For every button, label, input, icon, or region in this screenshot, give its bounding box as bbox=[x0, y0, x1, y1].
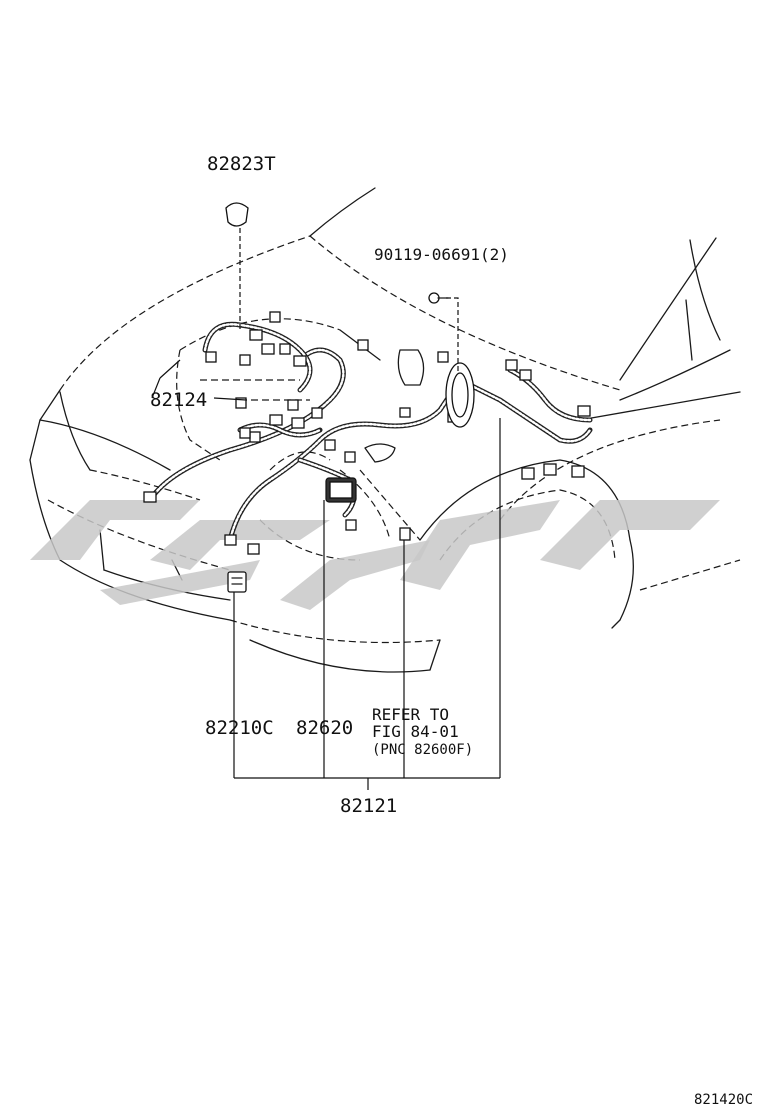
label-90119-06691[interactable]: 90119-06691(2) bbox=[374, 245, 509, 264]
car-body-outline bbox=[29, 187, 741, 673]
harness-connectors bbox=[143, 202, 591, 593]
watermark-logo bbox=[30, 500, 720, 610]
label-82210C[interactable]: 82210C bbox=[205, 717, 274, 739]
refer-note-line1: REFER TO bbox=[372, 705, 449, 724]
label-82620[interactable]: 82620 bbox=[296, 717, 353, 739]
refer-note-line2: FIG 84-01 bbox=[372, 722, 459, 741]
label-82121[interactable]: 82121 bbox=[340, 795, 397, 817]
label-82823T[interactable]: 82823T bbox=[207, 153, 276, 175]
part-labels: 82823T 90119-06691(2) 82124 82210C 82620… bbox=[150, 153, 753, 1108]
label-82124[interactable]: 82124 bbox=[150, 389, 207, 411]
leader-lines bbox=[151, 228, 501, 790]
refer-note-line3: (PNC 82600F) bbox=[372, 742, 473, 758]
figure-code: 821420C bbox=[694, 1092, 753, 1108]
